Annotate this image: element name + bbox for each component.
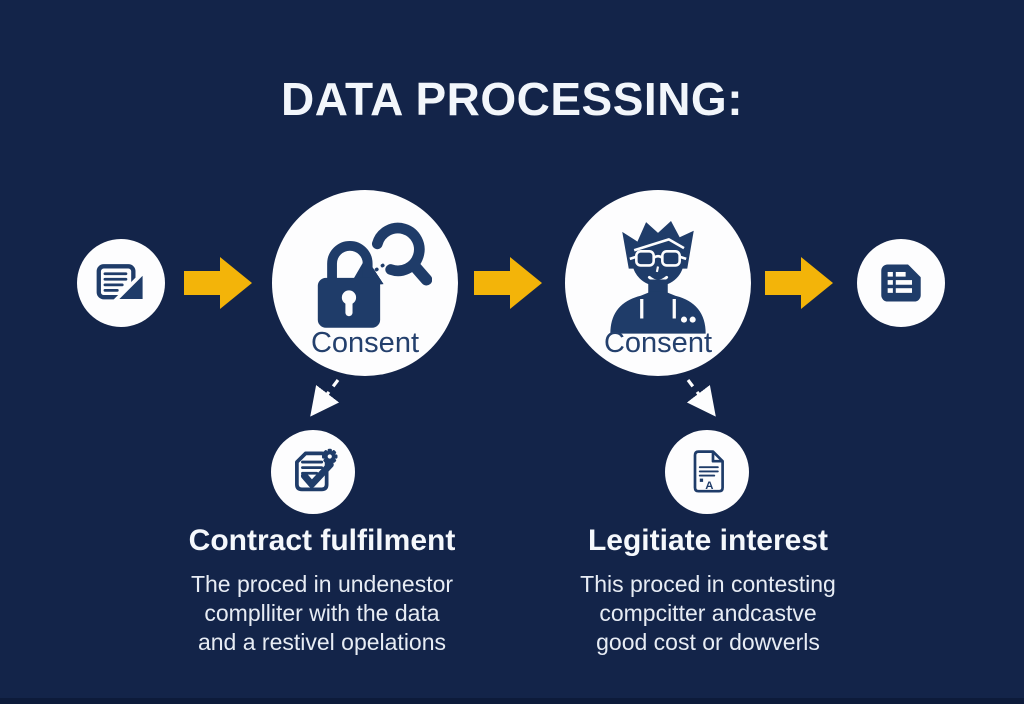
branch-legitimate-interest: Legitiate interest This proced in contes… [543, 524, 873, 657]
document-a-icon: A [693, 450, 724, 493]
lock-magnifier-icon [317, 222, 432, 328]
description-line: This proced in contesting [580, 571, 836, 597]
result-form-node [857, 239, 945, 327]
form-list-icon [881, 263, 922, 302]
person-glasses-icon [610, 221, 706, 334]
consent-lock-node: Consent [272, 190, 458, 376]
checklist-gear-icon [295, 448, 338, 492]
branch-heading: Legitiate interest [587, 524, 829, 557]
bottom-edge-strip [0, 698, 1024, 704]
dashed-down-arrow-icon [310, 379, 340, 417]
dashed-down-arrow-icon [686, 379, 716, 417]
description-line: compcitter andcastve [599, 600, 817, 626]
page-title: DATA PROCESSING: [280, 73, 744, 125]
stage-label: Consent [603, 327, 712, 359]
description-line: complliter with the data [204, 600, 440, 626]
document-pen-icon [96, 264, 147, 303]
right-arrow-icon [184, 257, 252, 309]
source-document-node [77, 239, 165, 327]
stage-label: Consent [310, 327, 419, 359]
consent-person-node: Consent [565, 190, 751, 376]
description-line: and a restivel opelations [197, 629, 447, 655]
right-arrow-icon [765, 257, 833, 309]
description-line: good cost or dowverls [596, 629, 820, 655]
description-line: The proced in undenestor [190, 571, 454, 597]
branch-description: This proced in contesting compcitter and… [543, 570, 873, 657]
contract-fulfilment-node [271, 430, 355, 514]
document-letter: A [705, 480, 713, 492]
branch-contract-fulfilment: Contract fulfilment The proced in undene… [157, 524, 487, 657]
branch-description: The proced in undenestor complliter with… [157, 570, 487, 657]
legitimate-interest-node: A [665, 430, 749, 514]
branch-heading: Contract fulfilment [188, 524, 456, 557]
right-arrow-icon [474, 257, 542, 309]
